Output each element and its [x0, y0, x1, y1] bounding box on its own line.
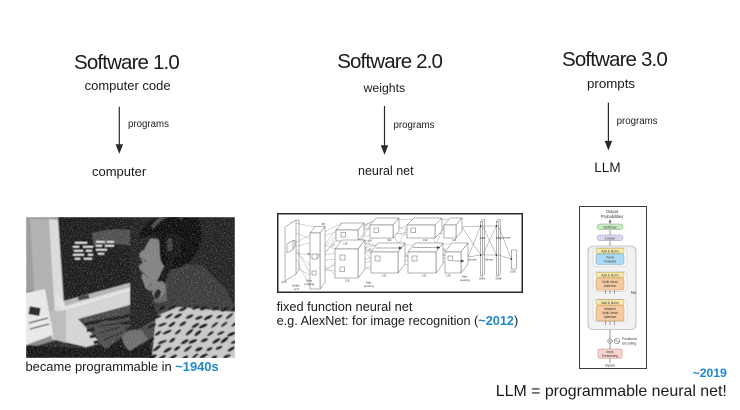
svg-text:2048: 2048: [496, 236, 502, 240]
svg-text:224: 224: [282, 280, 287, 284]
svg-text:dense: dense: [469, 258, 478, 262]
svg-text:192: 192: [423, 238, 428, 242]
svg-text:pooling: pooling: [460, 278, 470, 282]
svg-text:Nx: Nx: [631, 290, 637, 295]
svg-text:Attention: Attention: [604, 284, 617, 288]
svg-text:128: 128: [343, 242, 348, 246]
svg-text:Inputs: Inputs: [605, 363, 615, 367]
svg-text:Add & Norm: Add & Norm: [601, 249, 619, 253]
svg-text:48: 48: [322, 222, 326, 226]
svg-text:2048: 2048: [496, 277, 502, 281]
svg-text:Embedding: Embedding: [602, 354, 618, 358]
svg-text:128: 128: [452, 238, 457, 242]
svg-text:Linear: Linear: [605, 236, 616, 240]
svg-text:of 4: of 4: [294, 287, 299, 291]
svg-text:13: 13: [369, 248, 372, 252]
svg-text:dense: dense: [485, 258, 494, 262]
svg-text:55: 55: [308, 252, 311, 256]
svg-text:pooling: pooling: [305, 282, 315, 286]
svg-text:Masked: Masked: [604, 307, 615, 311]
svg-text:Max: Max: [462, 275, 468, 279]
svg-text:192: 192: [387, 238, 392, 242]
svg-text:192: 192: [382, 274, 387, 278]
svg-text:Add & Norm: Add & Norm: [601, 273, 619, 277]
svg-text:192: 192: [422, 274, 427, 278]
svg-text:Forward: Forward: [604, 259, 616, 263]
svg-text:dense: dense: [503, 236, 512, 240]
svg-text:Add & Norm: Add & Norm: [601, 301, 619, 305]
svg-text:pooling: pooling: [364, 284, 374, 288]
svg-text:Encoding: Encoding: [622, 342, 636, 346]
svg-text:Multi-Head: Multi-Head: [602, 280, 618, 284]
svg-text:Input: Input: [606, 350, 613, 354]
svg-text:Attention: Attention: [604, 315, 617, 319]
svg-text:13: 13: [368, 239, 371, 243]
svg-text:Feed: Feed: [606, 255, 613, 259]
svg-text:Softmax: Softmax: [603, 225, 616, 229]
svg-text:Probabilities: Probabilities: [601, 214, 623, 219]
svg-text:Stride: Stride: [292, 284, 300, 288]
svg-text:2048: 2048: [480, 236, 486, 240]
svg-text:Max: Max: [366, 281, 372, 285]
svg-text:Multi-Head: Multi-Head: [602, 311, 618, 315]
svg-text:Max: Max: [307, 279, 313, 283]
svg-text:1000: 1000: [510, 270, 516, 274]
svg-text:13: 13: [443, 248, 446, 252]
svg-text:Positional: Positional: [622, 337, 637, 341]
svg-text:27: 27: [332, 244, 335, 248]
svg-text:2048: 2048: [479, 277, 485, 281]
svg-text:Output: Output: [606, 209, 619, 214]
svg-text:128: 128: [345, 279, 350, 283]
svg-text:128: 128: [446, 274, 451, 278]
